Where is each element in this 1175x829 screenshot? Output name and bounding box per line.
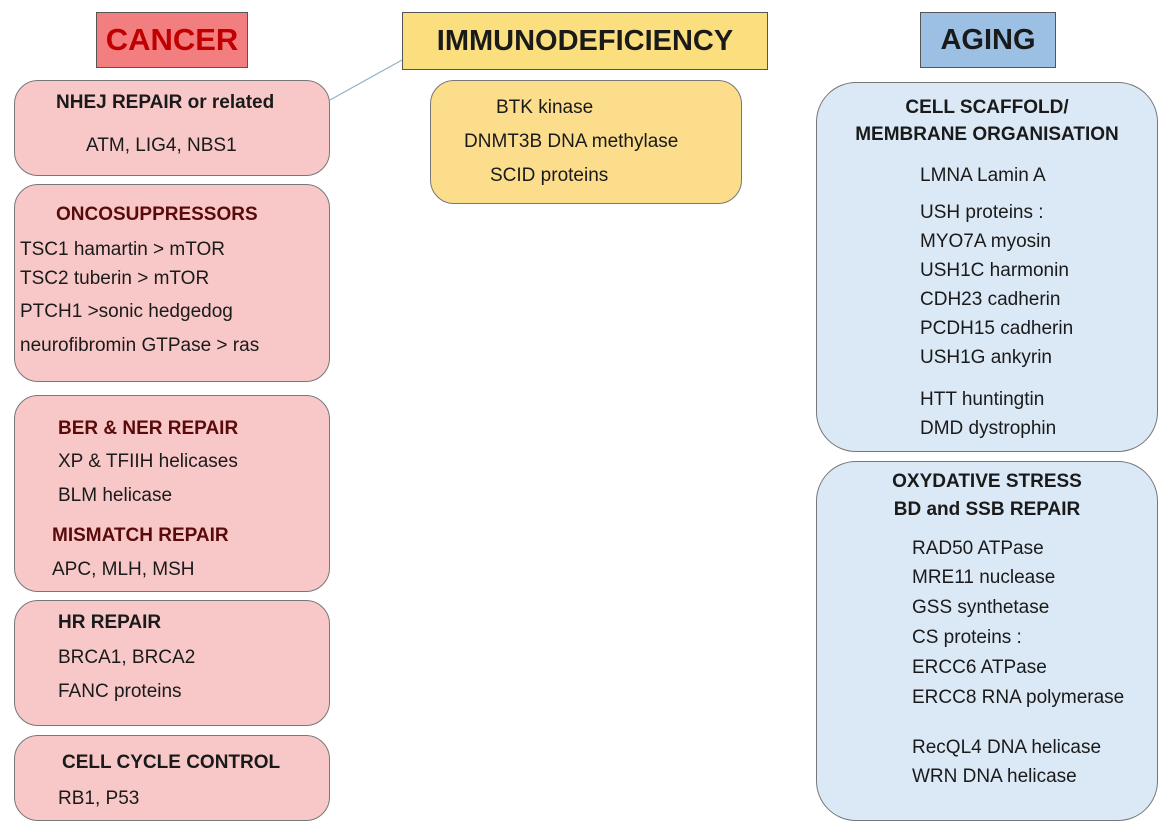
cancer-header: CANCER [96, 12, 248, 68]
cell-scaffold-box [816, 82, 1158, 452]
scaffold-item: HTT huntingtin [920, 389, 1045, 410]
oxidative-item: CS proteins : [912, 627, 1022, 648]
scaffold-item: CDH23 cadherin [920, 289, 1061, 310]
cell-cycle-control-title: CELL CYCLE CONTROL [62, 752, 281, 773]
oxidative-item: RAD50 ATPase [912, 538, 1044, 559]
oxidative-item: RecQL4 DNA helicase [912, 737, 1102, 758]
immuno-item: BTK kinase [496, 97, 594, 118]
cell-cycle-control-box [14, 735, 330, 821]
oxidative-item: ERCC8 RNA polymerase [912, 687, 1125, 708]
onco-item: neurofibromin GTPase > ras [20, 335, 260, 356]
immuno-item: SCID proteins [490, 165, 609, 186]
ber-ner-repair-title: BER & NER REPAIR [58, 418, 239, 439]
scaffold-item: USH1G ankyrin [920, 347, 1052, 368]
immunodeficiency-box [430, 80, 742, 204]
scaffold-item: USH proteins : [920, 202, 1044, 223]
ber-item: XP & TFIIH helicases [58, 451, 238, 472]
mismatch-item: APC, MLH, MSH [52, 559, 195, 580]
hr-repair-box [14, 600, 330, 726]
scaffold-item: DMD dystrophin [920, 418, 1057, 439]
scaffold-item: MYO7A myosin [920, 231, 1051, 252]
oxidative-item: GSS synthetase [912, 597, 1050, 618]
oxidative-stress-title: OXYDATIVE STRESS [892, 471, 1082, 492]
nhej-repair-title: NHEJ REPAIR or related [56, 92, 275, 113]
oxidative-item: WRN DNA helicase [912, 766, 1077, 787]
mismatch-repair-title: MISMATCH REPAIR [52, 525, 229, 546]
cell-cycle-item: RB1, P53 [58, 788, 140, 809]
oxidative-stress-box [816, 461, 1158, 821]
aging-header: AGING [920, 12, 1056, 68]
nhej-item: ATM, LIG4, NBS1 [86, 135, 237, 156]
oncosuppressors-title: ONCOSUPPRESSORS [56, 204, 258, 225]
scaffold-item: PCDH15 cadherin [920, 318, 1074, 339]
scaffold-item: LMNA Lamin A [920, 165, 1046, 186]
oxidative-item: ERCC6 ATPase [912, 657, 1047, 678]
immunodeficiency-header: IMMUNODEFICIENCY [402, 12, 768, 70]
hr-item: FANC proteins [58, 681, 182, 702]
onco-item: PTCH1 >sonic hedgedog [20, 301, 233, 322]
hr-item: BRCA1, BRCA2 [58, 647, 196, 668]
oncosuppressors-box [14, 184, 330, 382]
ber-item: BLM helicase [58, 485, 173, 506]
oxidative-stress-subtitle: BD and SSB REPAIR [893, 499, 1081, 520]
hr-repair-title: HR REPAIR [58, 612, 162, 633]
immuno-item: DNMT3B DNA methylase [464, 131, 679, 152]
oxidative-item: MRE11 nuclease [912, 567, 1056, 588]
nhej-repair-box [14, 80, 330, 176]
cell-scaffold-title: CELL SCAFFOLD/ [905, 97, 1069, 118]
scaffold-item: USH1C harmonin [920, 260, 1069, 281]
cell-scaffold-subtitle: MEMBRANE ORGANISATION [855, 124, 1119, 145]
ber-ner-repair-box [14, 395, 330, 592]
onco-item: TSC1 hamartin > mTOR [20, 239, 226, 260]
onco-item: TSC2 tuberin > mTOR [20, 268, 210, 289]
